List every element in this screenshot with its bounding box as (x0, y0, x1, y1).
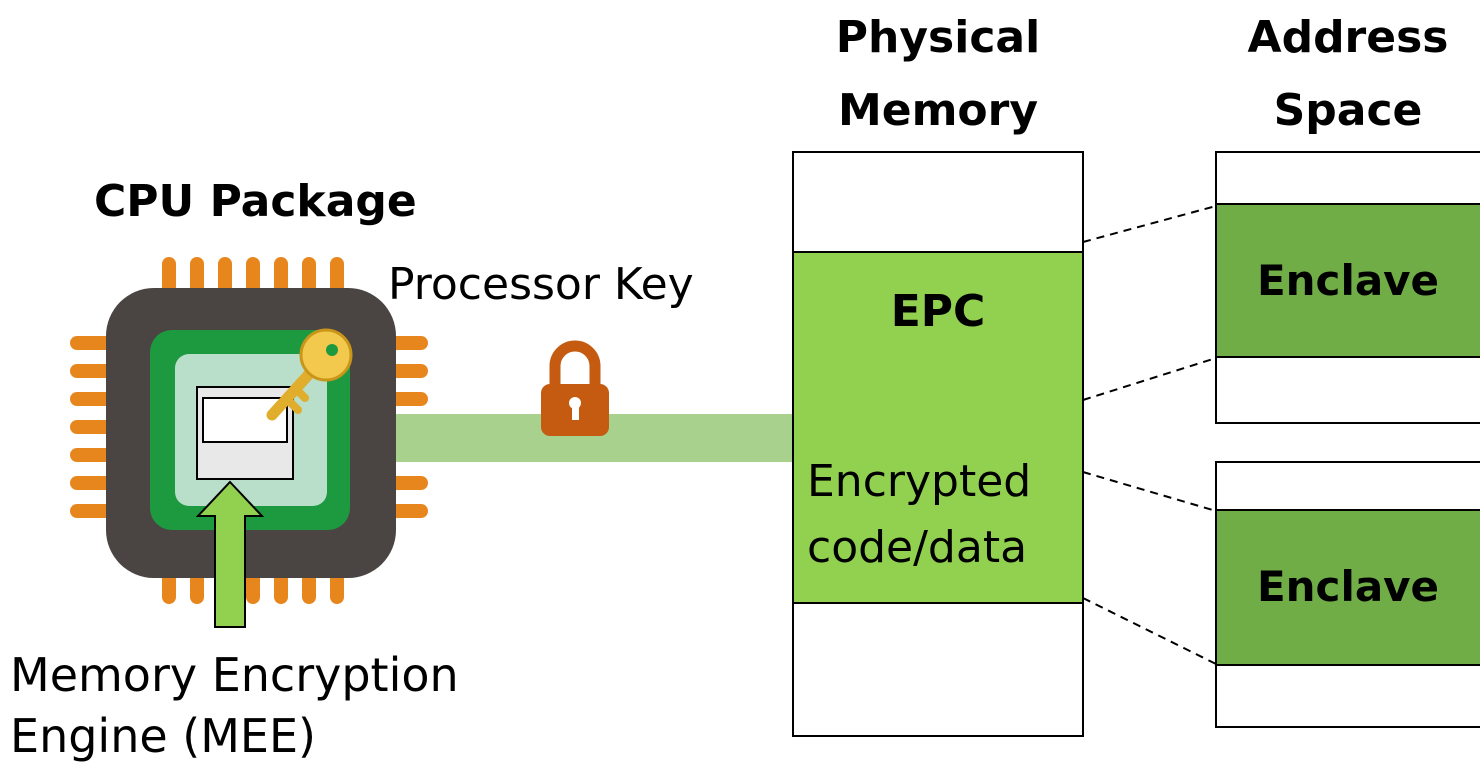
mapping-line-enclave-1-top (1082, 205, 1217, 243)
encrypted-label-line2: code/data (807, 522, 1028, 573)
mapping-line-enclave-1-bottom (1082, 357, 1217, 401)
mee-arrow (195, 480, 265, 628)
mapping-line-enclave-2-bottom (1082, 597, 1217, 665)
address-space-heading-line2: Space (1273, 85, 1423, 136)
mee-label-line1: Memory Encryption (10, 648, 459, 702)
memory-top-region (792, 151, 1084, 253)
processor-key-label: Processor Key (388, 259, 694, 310)
address-space-2-bottom (1215, 664, 1480, 728)
address-space-heading-line1: Address (1247, 12, 1449, 63)
physical-memory-heading-line2: Memory (837, 85, 1039, 136)
mapping-line-enclave-2-top (1082, 471, 1217, 512)
physical-memory-heading-line1: Physical (835, 12, 1041, 63)
enclave-2-label: Enclave (1256, 562, 1440, 611)
mee-label-line2: Engine (MEE) (10, 709, 316, 763)
address-space-1-bottom (1215, 356, 1480, 424)
address-space-2-top (1215, 461, 1480, 511)
key-icon (266, 328, 353, 421)
lock-icon (541, 340, 609, 436)
address-space-1-top (1215, 151, 1480, 205)
cpu-package-title: CPU Package (94, 176, 417, 227)
memory-bottom-region (792, 602, 1084, 737)
enclave-2-region (1215, 509, 1480, 666)
encrypted-label-line1: Encrypted (807, 456, 1032, 507)
mapping-lines (1082, 205, 1217, 665)
epc-region (792, 251, 1084, 604)
enclave-1-region (1215, 203, 1480, 358)
epc-label: EPC (890, 286, 986, 337)
enclave-1-label: Enclave (1256, 256, 1440, 305)
